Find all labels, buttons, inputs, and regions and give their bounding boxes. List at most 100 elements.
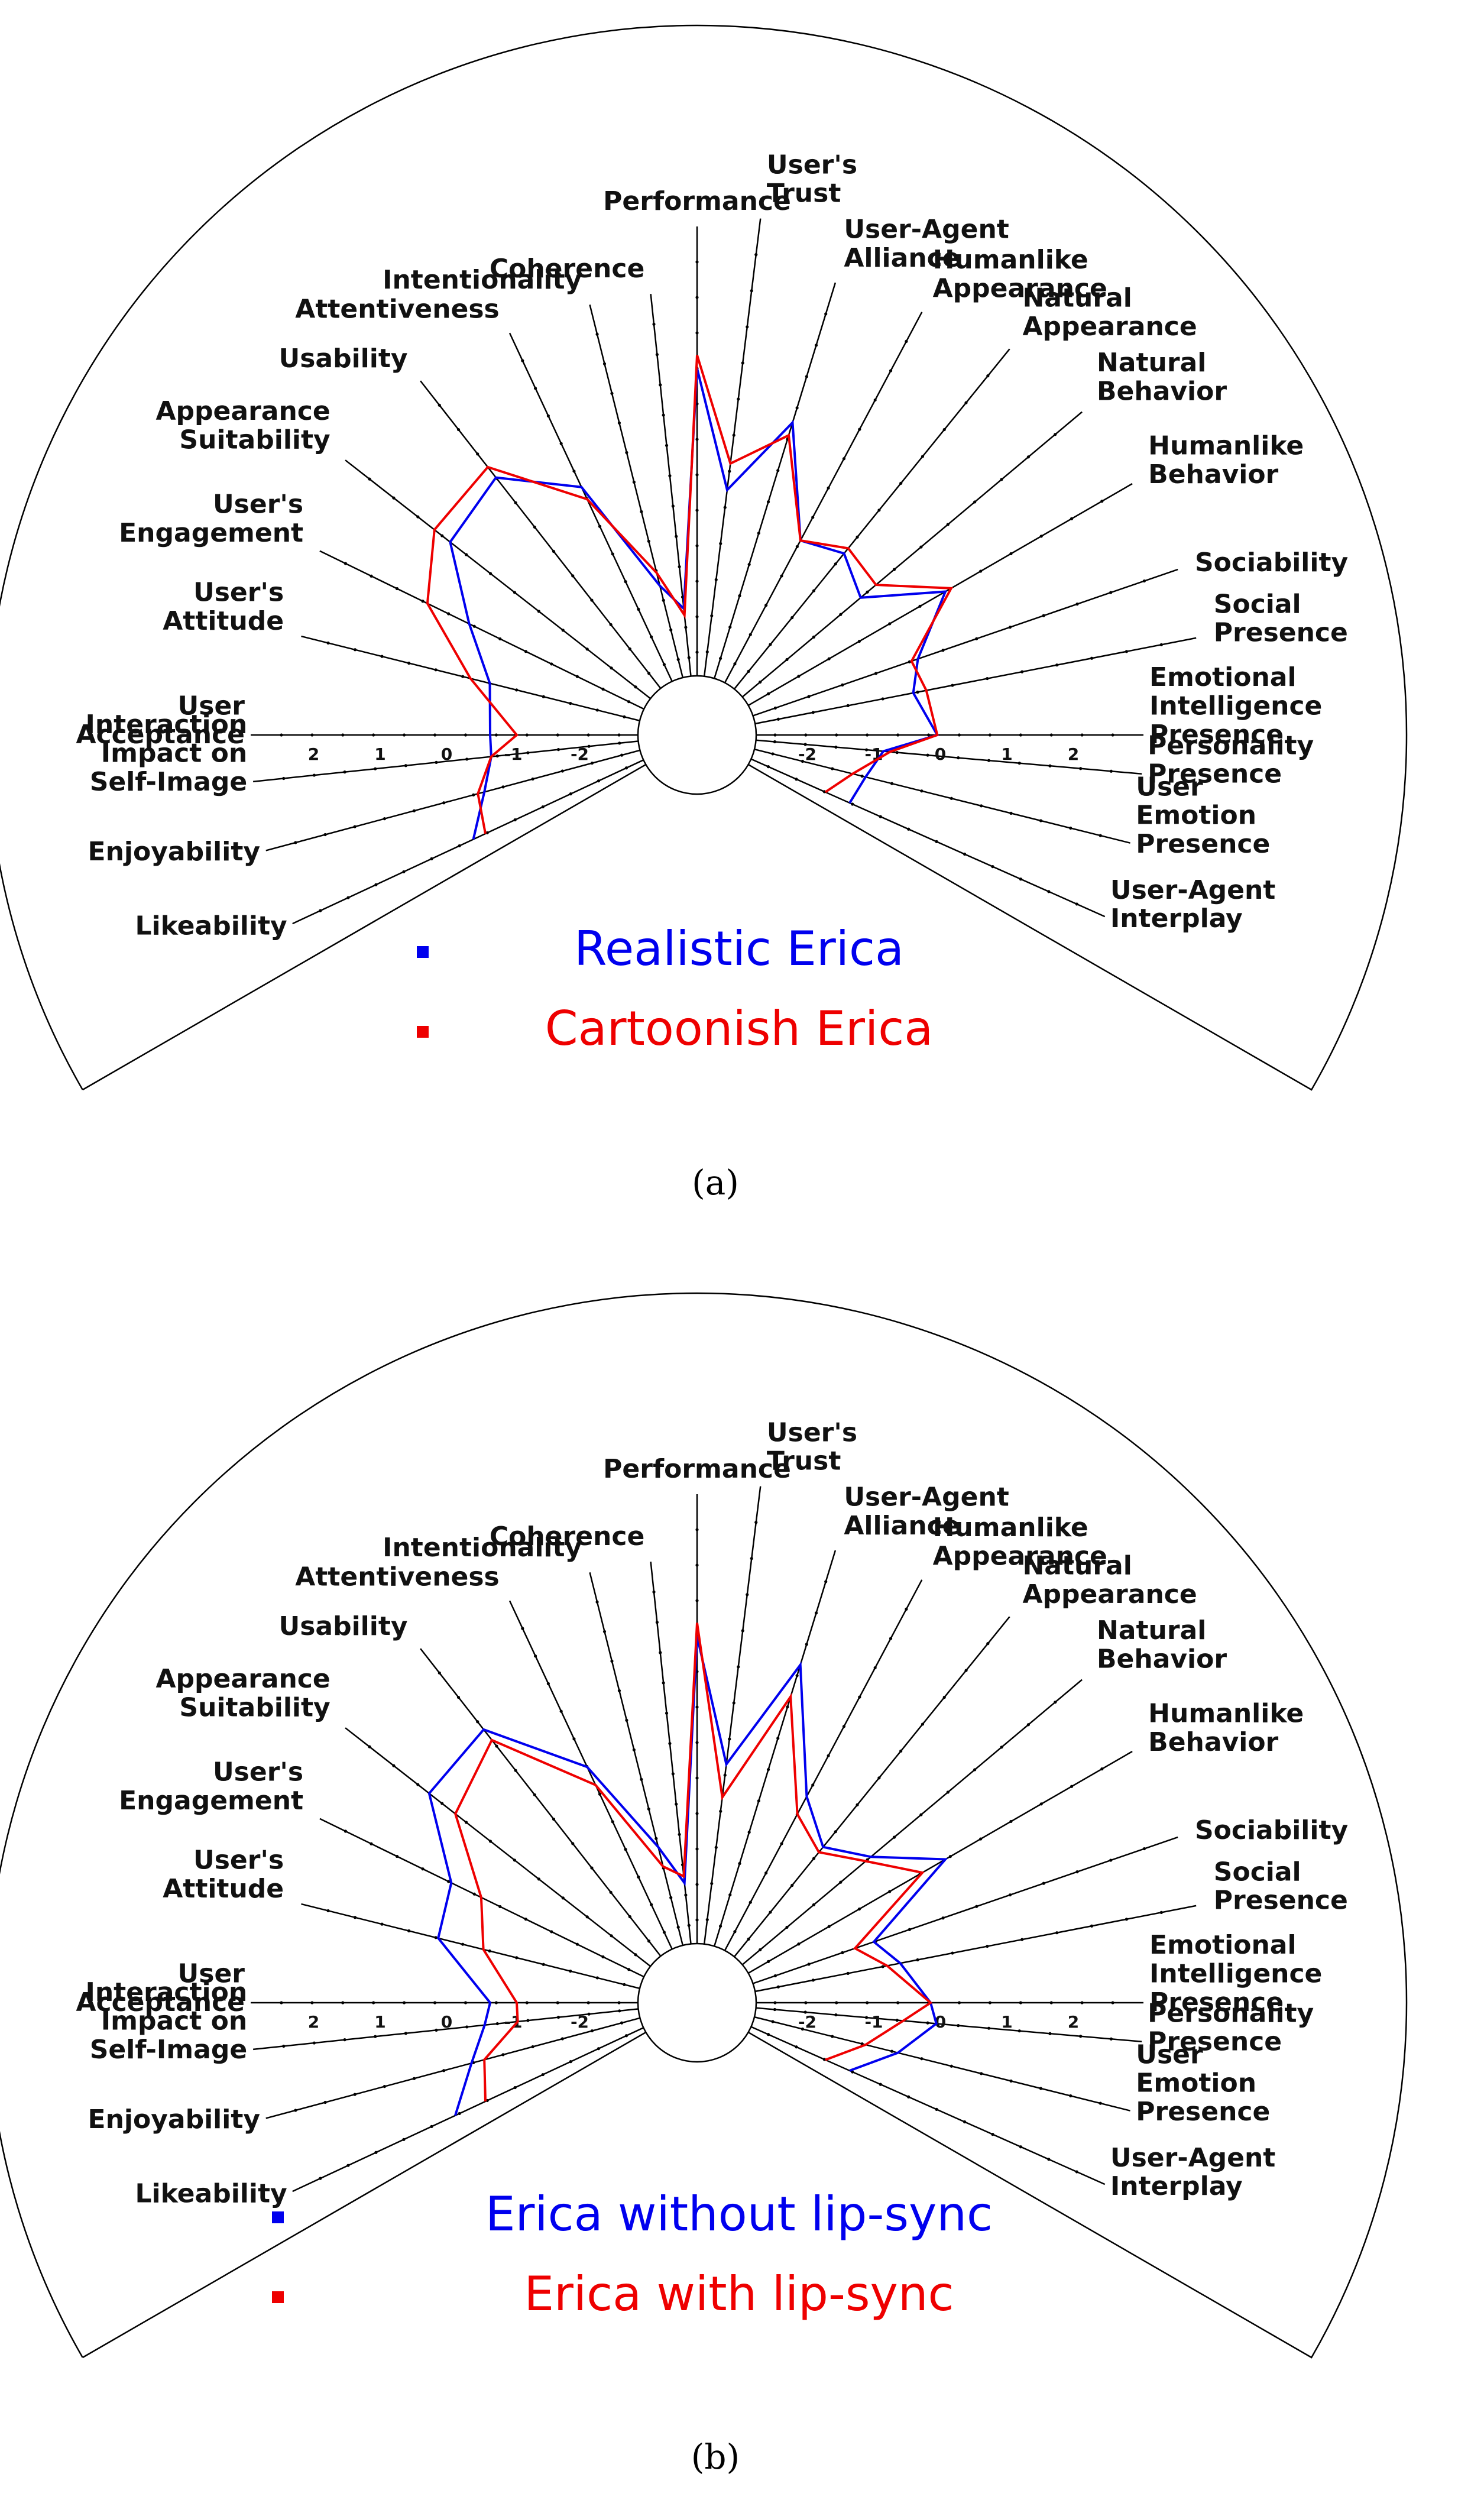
axis-label-line: Appearance: [1022, 312, 1197, 342]
axis-tick-dot: [684, 626, 688, 629]
axis-label-line: Presence: [1214, 618, 1348, 648]
axis-tick-dot: [964, 401, 968, 404]
axis-tick-dot: [465, 1821, 468, 1824]
axis-tick-dot: [585, 647, 589, 651]
axis-tick-dot: [610, 1934, 613, 1938]
axis-tick-dot: [746, 1593, 749, 1596]
axis-tick-dot: [341, 2001, 345, 2004]
axis-tick-dot: [921, 455, 925, 458]
axis-humanlike-behavior: [737, 1750, 1133, 1980]
tick-label: 0: [441, 2012, 452, 2032]
axis-label-line: Enjoyability: [88, 837, 261, 867]
axis-tick-dot: [434, 668, 438, 672]
axis-likeability: [292, 2022, 655, 2193]
tick-label: 1: [1001, 2012, 1012, 2032]
axis-tick-dot: [892, 1835, 896, 1839]
axis-tick-dot: [625, 451, 628, 454]
axis-tick-dot: [705, 650, 709, 654]
axis-tick-dot: [326, 1909, 330, 1913]
axis-tick-dot: [407, 1929, 411, 1933]
axis-tick-dot: [280, 733, 283, 737]
axis-label-line: Alliance: [844, 243, 960, 273]
axis-tick-dot: [889, 1637, 893, 1640]
axis-tick-dot: [856, 535, 859, 539]
axis-tick-dot: [521, 359, 524, 362]
axis-tick-dot: [632, 1748, 636, 1751]
axis-tick-dot: [866, 590, 869, 594]
axis-label-likeability: Likeability: [135, 911, 287, 941]
axis-tick-dot: [374, 2035, 377, 2038]
axis-tick-dot: [733, 662, 737, 666]
axis-tick-dot: [602, 1630, 607, 1633]
axis-tick-dot: [488, 1840, 492, 1843]
axis-tick-dot: [842, 457, 846, 461]
axis-tick-dot: [346, 896, 350, 899]
axis-tick-dot: [526, 751, 530, 754]
axis-tick-dot: [728, 469, 731, 473]
axis-tick-dot: [786, 1705, 789, 1709]
axis-tick-dot: [383, 817, 386, 821]
axis-tick-dot: [1111, 2001, 1114, 2004]
axis-tick-dot: [737, 397, 740, 401]
axis-label-line: Performance: [603, 186, 791, 216]
axis-tick-dot: [675, 1802, 678, 1806]
axis-tick-dot: [618, 2009, 621, 2013]
axis-tick-dot: [501, 785, 505, 789]
axis-tick-dot: [919, 1813, 923, 1816]
axis-user-agent-alliance: [710, 1550, 837, 1958]
axis-label-line: Appearance: [933, 1541, 1107, 1571]
axis-tick-dot: [665, 1711, 669, 1715]
axis-tick-dot: [797, 1942, 801, 1946]
axis-tick-dot: [950, 796, 953, 800]
axis-tick-dot: [879, 2083, 882, 2086]
axis-tick-dot: [811, 1783, 815, 1787]
axis-tick-dot: [1039, 1802, 1043, 1806]
axis-tick-dot: [710, 1882, 714, 1886]
axis-tick-dot: [494, 2001, 498, 2004]
axis-tick-dot: [795, 2045, 798, 2049]
axis-tick-dot: [864, 2016, 869, 2019]
axis-tick-dot: [464, 733, 468, 737]
axis-label-line: Natural: [1022, 1551, 1132, 1581]
axis-tick-dot: [732, 433, 735, 437]
axis-tick-dot: [537, 610, 540, 613]
legend-label-erica-without-lip-sync: Erica without lip-sync: [485, 2187, 993, 2242]
axis-tick-dot: [671, 1772, 675, 1776]
axis-label-enjoyability: Enjoyability: [88, 837, 261, 867]
axis-tick-dot: [879, 815, 882, 818]
axis-tick-dot: [662, 598, 665, 602]
axis-attentiveness: [508, 1600, 678, 1961]
axis-label-coherence: Coherence: [490, 1521, 644, 1552]
axis-tick-dot: [801, 759, 804, 763]
axis-personality-presence: [744, 2006, 1142, 2043]
axis-tick-dot: [773, 2001, 777, 2004]
axis-label-line: User's: [193, 1845, 284, 1875]
axis-tick-dot: [495, 1744, 498, 1748]
axis-tick-dot: [433, 733, 437, 737]
axis-tick-dot: [812, 1903, 816, 1906]
axis-tick-dot: [1075, 1870, 1079, 1874]
axis-tick-dot: [790, 616, 794, 620]
axis-tick-dot: [835, 733, 838, 737]
axis-label-coherence: Coherence: [490, 254, 644, 284]
axis-label-line: Behavior: [1097, 1644, 1227, 1674]
axis-tick-dot: [610, 1659, 614, 1663]
axis-label-line: Emotional: [1149, 1930, 1297, 1960]
axis-tick-dot: [773, 706, 777, 710]
axis-tick-dot: [513, 1858, 517, 1862]
axis-user-s-attitude: [301, 1903, 652, 1992]
axis-tick-dot: [440, 534, 444, 537]
axis-tick-dot: [964, 1669, 968, 1672]
axis-tick-dot: [676, 658, 680, 661]
axis-tick-dot: [421, 600, 425, 603]
axis-tick-dot: [514, 501, 517, 504]
axis-tick-dot: [537, 1877, 540, 1881]
axis-tick-dot: [346, 2164, 350, 2167]
axis-tick-dot: [488, 572, 492, 575]
axis-tick-dot: [1009, 1819, 1013, 1824]
center-hub: [637, 675, 757, 795]
axis-label-line: Appearance: [155, 1664, 330, 1694]
